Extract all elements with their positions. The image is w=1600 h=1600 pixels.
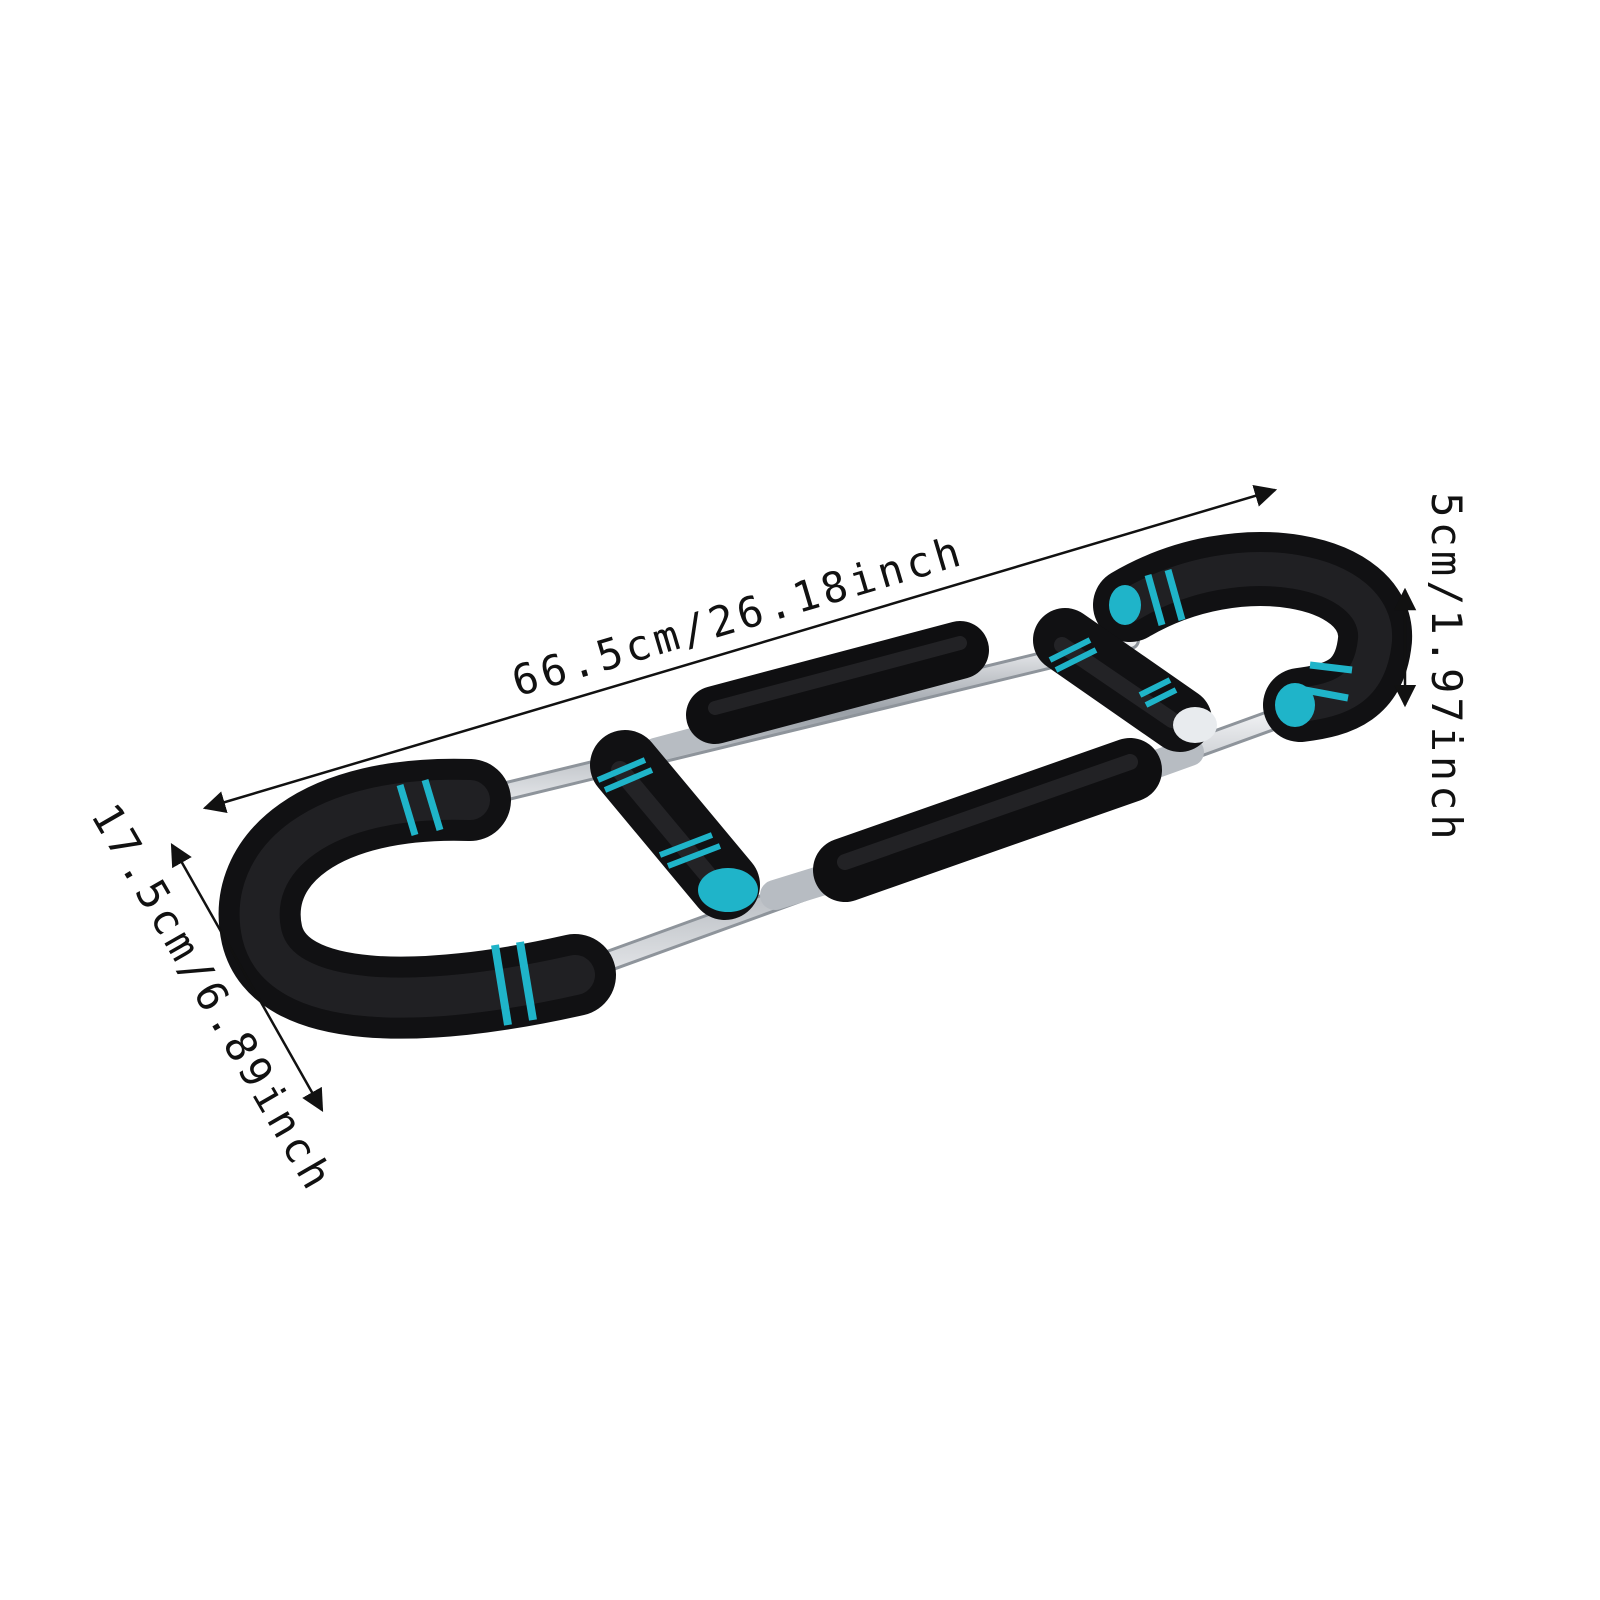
height-dimension: 5cm/1.97inch (1393, 492, 1471, 844)
arm-exerciser-illustration (218, 532, 1412, 1039)
left-cross-grip (590, 730, 760, 920)
height-label: 5cm/1.97inch (1422, 492, 1471, 843)
left-u-handle (218, 758, 616, 1039)
right-cross-grip (1033, 608, 1217, 752)
width-arrow (170, 843, 324, 1112)
length-arrow (202, 484, 1278, 814)
